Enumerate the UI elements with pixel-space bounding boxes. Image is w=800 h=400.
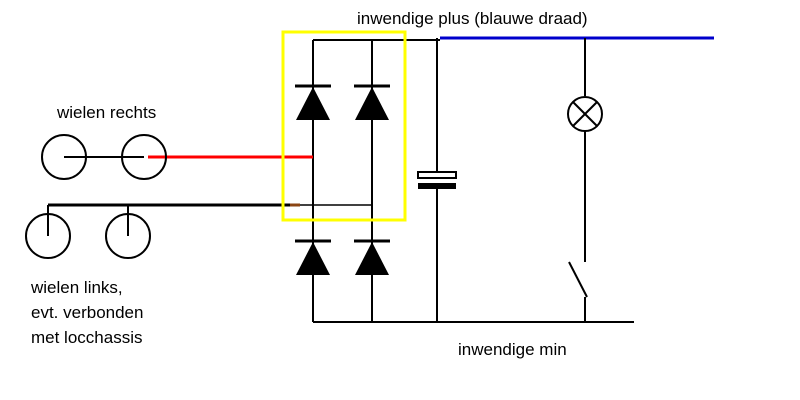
wheels-left-label-2: evt. verbonden xyxy=(31,303,143,322)
capacitor xyxy=(417,38,457,322)
plus-label: inwendige plus (blauwe draad) xyxy=(357,9,588,28)
highlight-box xyxy=(281,30,407,222)
switch xyxy=(568,261,588,322)
diode-top-right xyxy=(354,84,390,120)
diode-bottom-left xyxy=(295,239,331,275)
lamp xyxy=(567,96,603,132)
wheels-left-label-1: wielen links, xyxy=(30,278,123,297)
wheels-right xyxy=(41,134,167,180)
min-label: inwendige min xyxy=(458,340,567,359)
diode-bottom-right xyxy=(354,239,390,275)
wheels-right-label: wielen rechts xyxy=(56,103,156,122)
wheels-left xyxy=(25,205,151,259)
diode-top-left xyxy=(295,84,331,120)
wheels-left-label-3: met locchassis xyxy=(31,328,142,347)
